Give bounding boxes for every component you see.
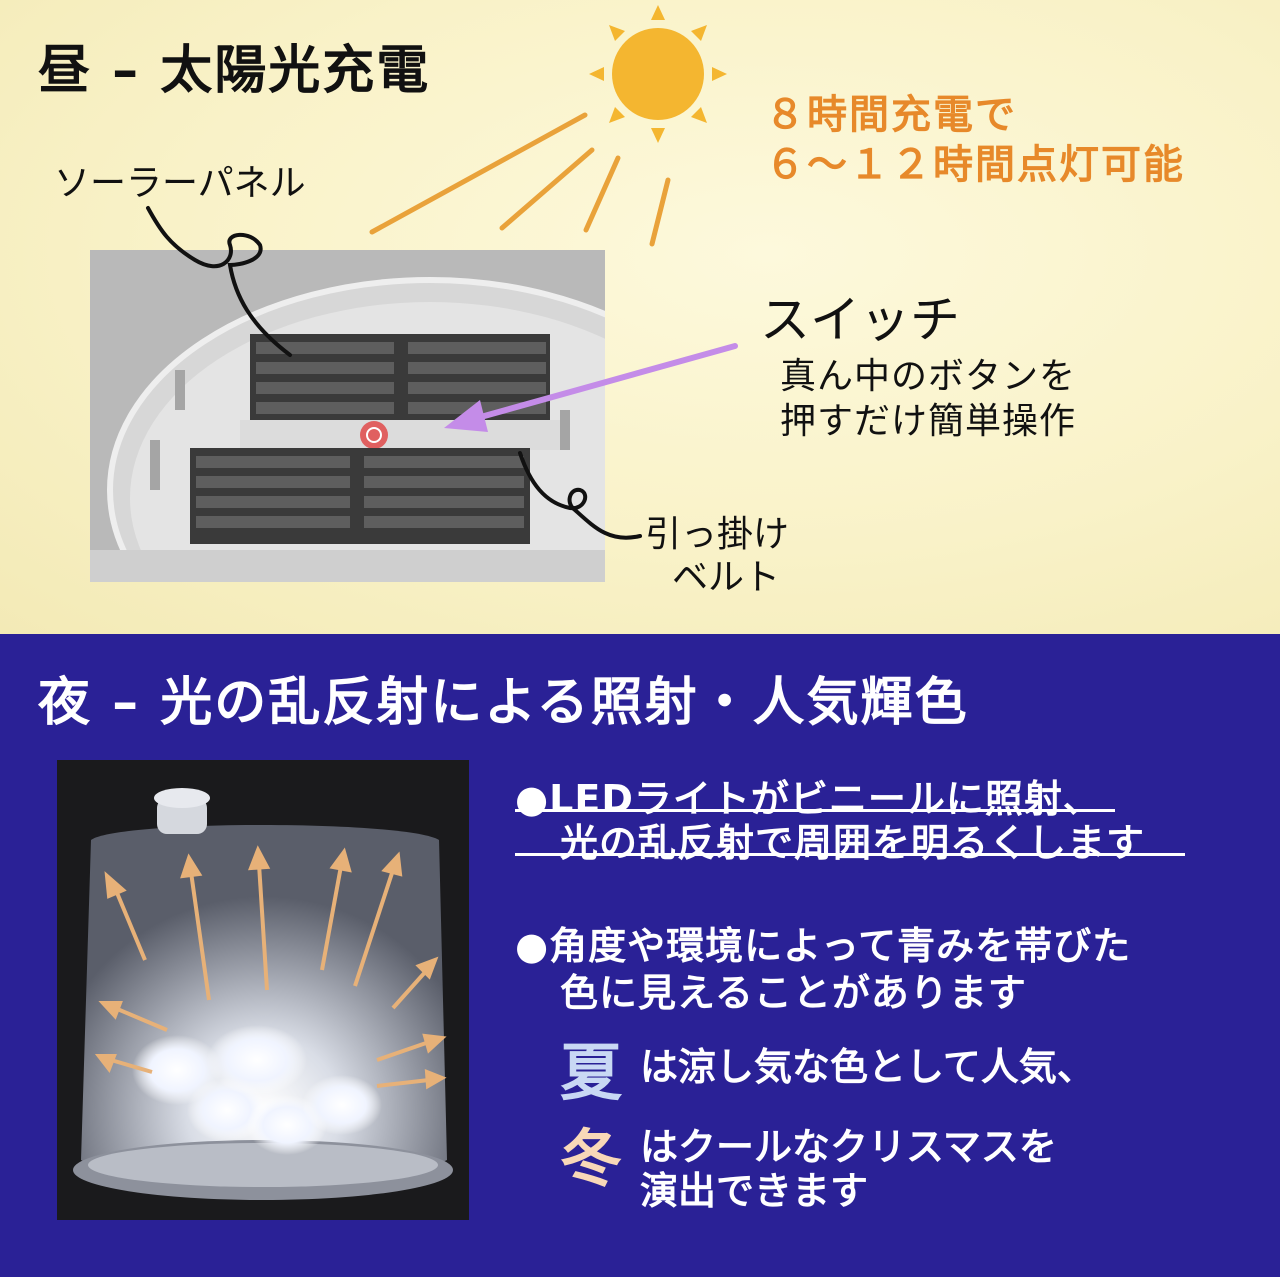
night-heading: 夜 – 光の乱反射による照射・人気輝色 <box>38 673 969 733</box>
switch-desc-line1: 真ん中のボタンを <box>780 356 1077 397</box>
winter-char: 冬 <box>560 1122 623 1195</box>
lantern-glow-photo <box>57 760 469 1220</box>
belt-label-line1: 引っ掛け <box>645 514 790 555</box>
bullet2-line2: 色に見えることがあります <box>560 971 1027 1015</box>
sun-rays <box>369 112 671 247</box>
summer-char: 夏 <box>560 1036 623 1109</box>
belt-pointer <box>518 451 642 540</box>
bullet1-underline1 <box>515 809 1115 812</box>
switch-arrow <box>444 343 738 432</box>
bullet1-underline2 <box>515 853 1185 856</box>
winter-text-line1: はクールなクリスマスを <box>640 1125 1057 1169</box>
summer-text: は涼し気な色として人気、 <box>640 1045 1095 1089</box>
charge-time-line1: ８時間充電で <box>765 92 1017 138</box>
charge-time-line2: ６～１２時間点灯可能 <box>765 142 1185 188</box>
bullet1-line2: 光の乱反射で周囲を明るくします <box>560 821 1146 865</box>
switch-desc-line2: 押すだけ簡単操作 <box>780 401 1077 442</box>
winter-text-line2: 演出できます <box>640 1169 869 1213</box>
day-heading: 昼 – 太陽光充電 <box>38 41 431 101</box>
switch-title: スイッチ <box>760 291 960 349</box>
lantern-top-photo <box>90 250 605 582</box>
solar-panel-pointer <box>146 206 292 357</box>
bullet1-line1: ●LEDライトがビニールに照射、 <box>515 777 1102 821</box>
belt-label-line2: ベルト <box>672 557 781 598</box>
sun-icon <box>589 5 727 143</box>
bullet2-line1: ●角度や環境によって青みを帯びた <box>515 924 1132 968</box>
solar-panel-label: ソーラーパネル <box>54 163 306 204</box>
